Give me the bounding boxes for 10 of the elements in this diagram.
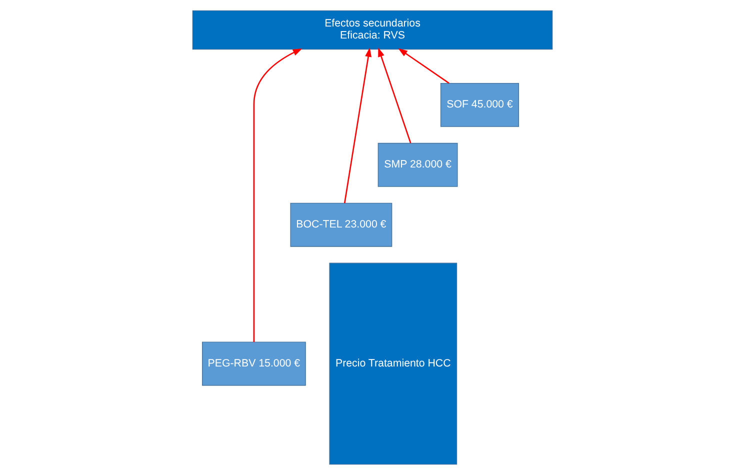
- arrow: [378, 47, 412, 144]
- node-box: SMP 28.000 €: [378, 142, 458, 187]
- node-box: SOF 45.000 €: [440, 82, 520, 127]
- arrow: [344, 47, 372, 204]
- arrow: [253, 48, 302, 342]
- node-box: Precio Tratamiento HCC: [329, 262, 458, 465]
- node-box: Efectos secundarios Eficacia: RVS: [192, 10, 553, 50]
- node-box: PEG-RBV 15.000 €: [202, 342, 306, 386]
- node-box: BOC-TEL 23.000 €: [290, 202, 392, 247]
- arrow: [398, 48, 450, 84]
